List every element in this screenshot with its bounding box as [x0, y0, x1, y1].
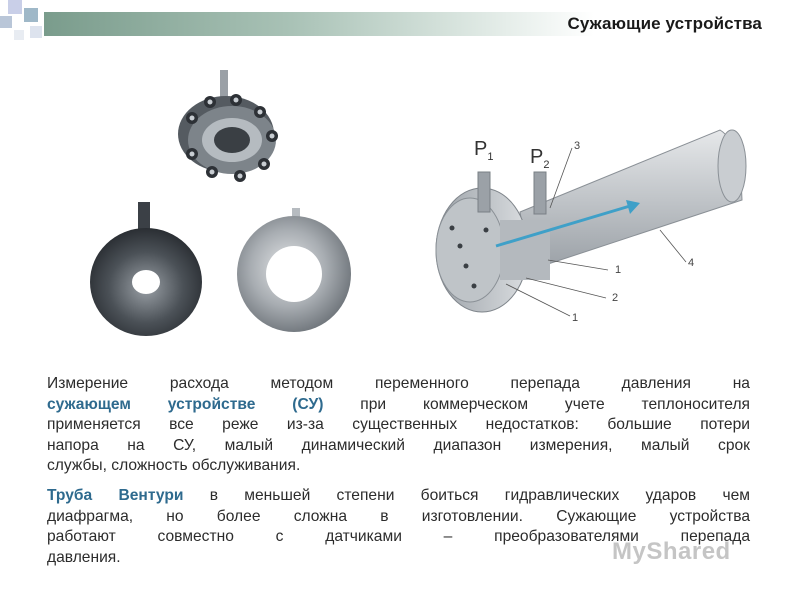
- flange-assembly-image: [178, 70, 278, 182]
- paragraph-venturi: Труба Вентури в меньшей степени боиться …: [47, 486, 750, 568]
- callout-1-upper: 1: [615, 264, 622, 276]
- venturi-tube-diagram: [435, 129, 747, 317]
- header-band: [44, 12, 594, 36]
- paragraph-metering: Измерение расхода методом переменного пе…: [47, 374, 750, 477]
- header-decoration: [0, 0, 60, 44]
- highlight-term: Труба Вентури: [47, 487, 184, 504]
- label-p1: P1: [474, 138, 494, 163]
- text-line: сужающем устройстве (СУ) при коммерческо…: [47, 395, 750, 413]
- text-line: давления.: [47, 548, 121, 566]
- text-line: Труба Вентури в меньшей степени боиться …: [47, 487, 750, 504]
- venturi-ring-image: [237, 208, 351, 332]
- text-line: диафрагма, но более сложна в изготовлени…: [47, 507, 750, 525]
- label-p2: P2: [530, 146, 550, 171]
- text-line: напора на СУ, малый динамический диапазо…: [47, 436, 750, 454]
- watermark-logo: MyShared: [612, 538, 731, 565]
- text-line: работают совместно с датчиками – преобра…: [47, 528, 750, 545]
- callout-2: 2: [612, 292, 619, 304]
- callout-1-lower: 1: [572, 312, 579, 324]
- text-line: службы, сложность обслуживания.: [47, 457, 301, 474]
- callout-4: 4: [688, 257, 695, 269]
- slide-title: Сужающие устройства: [567, 14, 762, 33]
- text-line: применяется все реже из-за существенных …: [47, 416, 750, 433]
- callout-3: 3: [574, 140, 581, 152]
- text-line: Измерение расхода методом переменного пе…: [47, 375, 750, 392]
- orifice-plate-image: [90, 202, 202, 336]
- highlight-term: сужающем устройстве (СУ): [47, 395, 324, 413]
